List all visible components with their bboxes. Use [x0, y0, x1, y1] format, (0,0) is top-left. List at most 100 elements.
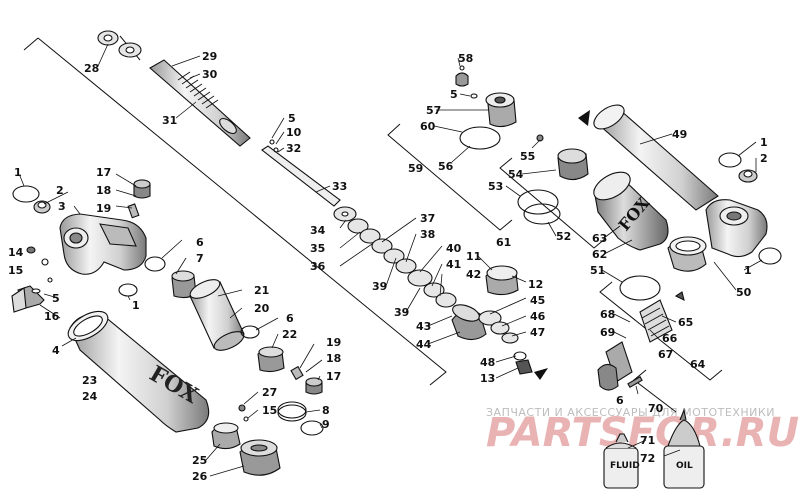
- callout-34: 34: [310, 224, 326, 237]
- callout-4: 4: [52, 344, 60, 357]
- callout-11: 11: [466, 250, 481, 263]
- callout-2: 2: [760, 152, 768, 165]
- reservoir-body: FOX: [593, 171, 669, 251]
- reservoir-tube: [593, 104, 719, 211]
- callout-39: 39: [372, 280, 387, 293]
- callout-40: 40: [446, 242, 462, 255]
- callout-7: 7: [196, 252, 204, 265]
- callout-59: 59: [408, 162, 423, 175]
- callout-3: 3: [58, 200, 66, 213]
- watermark-caption: ЗАПЧАСТИ И АКСЕССУАРЫ ДЛЯ МОТОТЕХНИКИ: [486, 406, 775, 419]
- callout-66: 66: [662, 332, 678, 345]
- shim-stack-34-36: [333, 206, 457, 308]
- callout-60: 60: [420, 120, 436, 133]
- valve-small-upper: [127, 179, 151, 219]
- valve-spring-64-69: [597, 291, 685, 391]
- callout-69: 69: [600, 326, 615, 339]
- callout-42: 42: [466, 268, 481, 281]
- callout-50: 50: [736, 286, 752, 299]
- watermark-site: PARTSFOR.RU: [486, 410, 799, 456]
- reservoir-rings-52-53: [517, 189, 561, 225]
- callout-16: 16: [44, 310, 60, 323]
- callout-labels: 1 1 1 1 2 2 3 4 5 5 5 6 6 6 7 8 9 10 11 …: [8, 50, 768, 483]
- callout-35: 35: [310, 242, 325, 255]
- callout-45: 45: [530, 294, 545, 307]
- callout-67: 67: [658, 348, 673, 361]
- reservoir-cap-parts: [455, 65, 517, 150]
- callout-18: 18: [96, 184, 111, 197]
- valve-small-middle: [290, 365, 323, 395]
- rings-8-9: [277, 401, 324, 436]
- callout-38: 38: [420, 228, 435, 241]
- callout-24: 24: [82, 390, 98, 403]
- callout-53: 53: [488, 180, 503, 193]
- callout-57: 57: [426, 104, 441, 117]
- eyelet-body: [59, 213, 147, 275]
- callout-18: 18: [326, 352, 341, 365]
- callout-1: 1: [744, 264, 752, 277]
- callout-25: 25: [192, 454, 207, 467]
- arrow-marker-top: [578, 110, 590, 126]
- fluid-bottle: FLUID: [603, 433, 640, 489]
- shaft-assembly: [149, 59, 341, 207]
- callout-62: 62: [592, 248, 607, 261]
- callout-6: 6: [196, 236, 204, 249]
- callout-72: 72: [640, 452, 655, 465]
- callout-65: 65: [678, 316, 693, 329]
- arrow-marker-bottom: [534, 368, 548, 380]
- callout-58: 58: [458, 52, 473, 65]
- callout-19: 19: [326, 336, 341, 349]
- callout-33: 33: [332, 180, 347, 193]
- rings-upper-right: [718, 152, 782, 265]
- callout-1: 1: [14, 166, 22, 179]
- callout-29: 29: [202, 50, 217, 63]
- callout-28: 28: [84, 62, 99, 75]
- callout-5: 5: [52, 292, 60, 305]
- callout-32: 32: [286, 142, 301, 155]
- inner-cylinder: [189, 279, 245, 351]
- callout-56: 56: [438, 160, 454, 173]
- callout-21: 21: [254, 284, 269, 297]
- callout-55: 55: [520, 150, 535, 163]
- callout-68: 68: [600, 308, 615, 321]
- callout-6: 6: [616, 394, 624, 407]
- callout-41: 41: [446, 258, 461, 271]
- callout-20: 20: [254, 302, 270, 315]
- callout-14: 14: [8, 246, 24, 259]
- callout-22: 22: [282, 328, 297, 341]
- bottom-caps: [211, 422, 281, 476]
- callout-2: 2: [56, 184, 64, 197]
- callout-48: 48: [480, 356, 495, 369]
- callout-5: 5: [450, 88, 458, 101]
- callout-8: 8: [322, 404, 330, 417]
- left-shock-body: FOX: [67, 310, 210, 433]
- seal-rings-6-7: [118, 256, 197, 299]
- callout-15: 15: [262, 404, 277, 417]
- seal-11-12: [485, 265, 519, 296]
- callout-47: 47: [530, 326, 545, 339]
- callout-43: 43: [416, 320, 431, 333]
- callout-5: 5: [288, 112, 296, 125]
- callout-51: 51: [590, 264, 605, 277]
- callout-52: 52: [556, 230, 571, 243]
- callout-39: 39: [394, 306, 409, 319]
- callout-6: 6: [286, 312, 294, 325]
- callout-30: 30: [202, 68, 218, 81]
- callout-1: 1: [132, 299, 140, 312]
- callout-64: 64: [690, 358, 706, 371]
- callout-1: 1: [760, 136, 768, 149]
- rings-upper-left: [12, 185, 51, 214]
- callout-17: 17: [326, 370, 341, 383]
- callout-12: 12: [528, 278, 543, 291]
- small-pins-27-15: [238, 404, 249, 422]
- callout-23: 23: [82, 374, 97, 387]
- right-eyelet: [619, 199, 768, 301]
- callout-27: 27: [262, 386, 277, 399]
- callout-26: 26: [192, 470, 208, 483]
- callout-15: 15: [8, 264, 23, 277]
- callout-70: 70: [648, 402, 664, 415]
- piston-43-44: [451, 304, 487, 341]
- callout-13: 13: [480, 372, 495, 385]
- callout-37: 37: [420, 212, 435, 225]
